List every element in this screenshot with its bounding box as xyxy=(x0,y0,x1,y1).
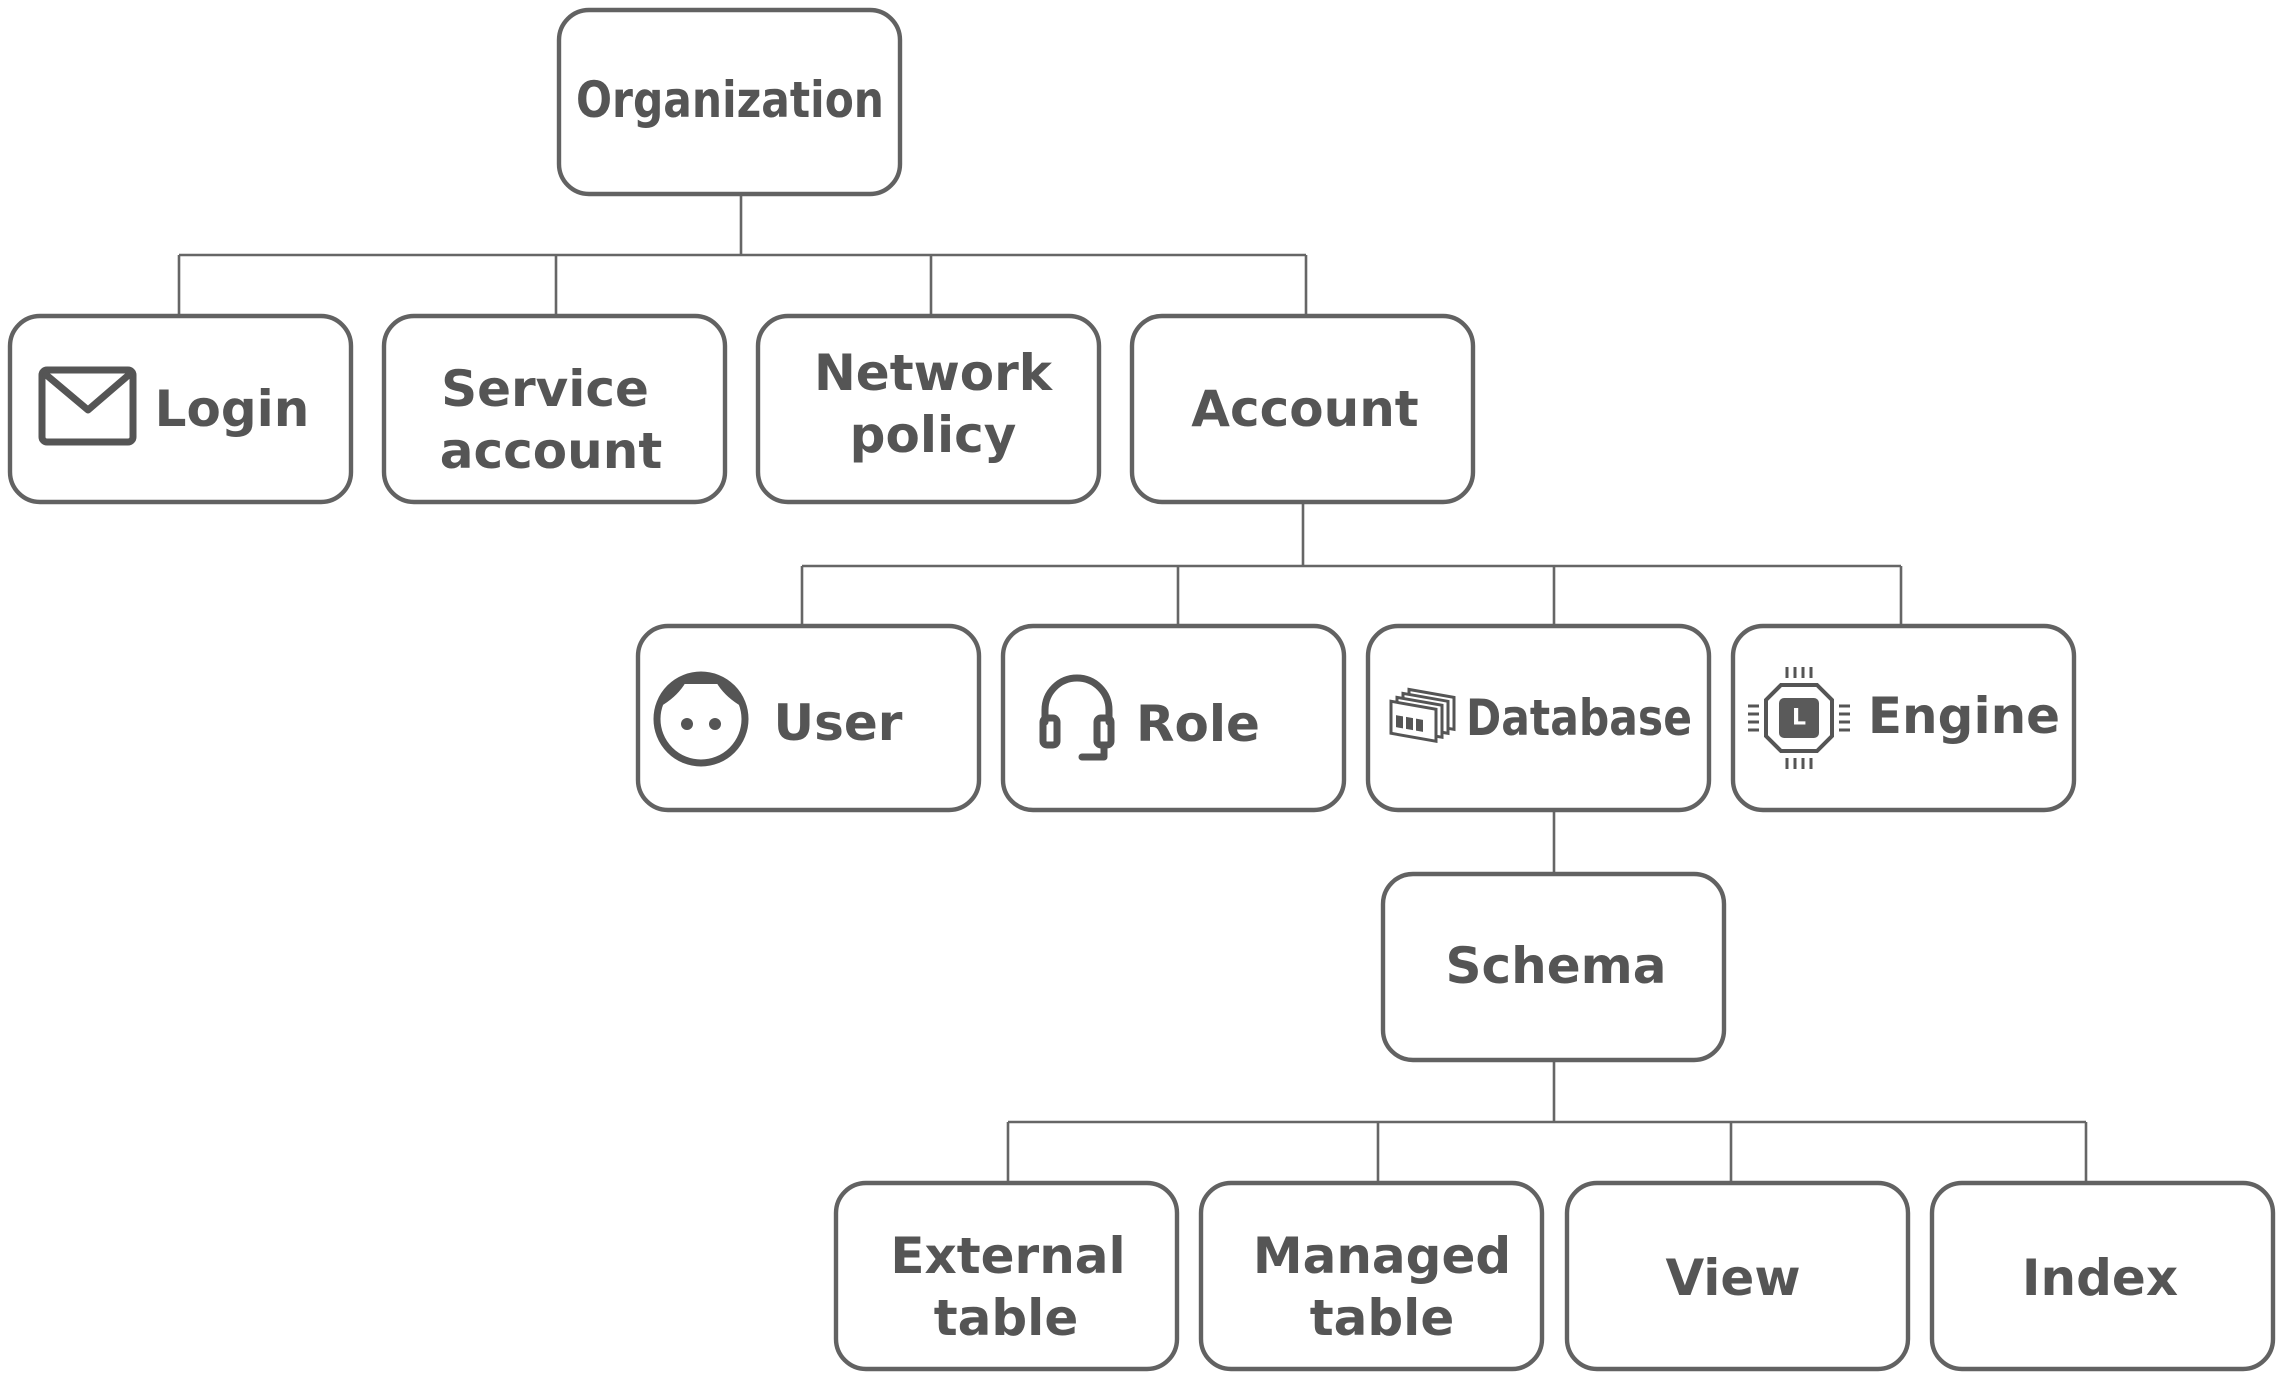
node-engine: L Engine xyxy=(1730,623,2077,813)
index-label: Index xyxy=(2022,1249,2178,1307)
network-policy-label-line1: Network xyxy=(814,344,1054,402)
node-login: Login xyxy=(7,313,354,505)
node-schema: Schema xyxy=(1380,871,1727,1063)
node-role: Role xyxy=(1000,623,1347,813)
user-label: User xyxy=(774,694,903,752)
node-external-table: External table xyxy=(833,1180,1180,1372)
chip-icon: L xyxy=(1748,667,1850,769)
database-label: Database xyxy=(1466,689,1692,747)
user-face-icon xyxy=(653,671,749,767)
chip-icon-letter: L xyxy=(1792,706,1806,731)
external-table-label-line1: External xyxy=(890,1227,1125,1285)
node-network-policy: Network policy xyxy=(755,313,1102,505)
managed-table-label-line2: table xyxy=(1310,1289,1454,1347)
role-label: Role xyxy=(1136,695,1260,753)
node-index: Index xyxy=(1929,1180,2276,1372)
schema-label: Schema xyxy=(1446,937,1667,995)
organization-label: Organization xyxy=(576,71,884,129)
headset-icon xyxy=(1039,674,1115,761)
external-table-label-line2: table xyxy=(934,1289,1078,1347)
connectors xyxy=(177,194,2088,1183)
node-user: User xyxy=(635,623,982,813)
login-label: Login xyxy=(155,380,310,438)
node-database: Database xyxy=(1365,623,1712,813)
node-organization: Organization xyxy=(556,7,903,197)
service-account-label-line1: Service xyxy=(441,360,649,418)
node-managed-table: Managed table xyxy=(1198,1180,1545,1372)
database-stack-icon xyxy=(1389,687,1456,743)
account-label: Account xyxy=(1191,380,1418,438)
service-account-label-line2: account xyxy=(440,422,662,480)
node-view: View xyxy=(1564,1180,1911,1372)
network-policy-label-line2: policy xyxy=(850,406,1017,464)
managed-table-label-line1: Managed xyxy=(1253,1227,1511,1285)
envelope-icon xyxy=(38,366,137,446)
node-service-account: Service account xyxy=(381,313,728,505)
node-account: Account xyxy=(1129,313,1476,505)
engine-label: Engine xyxy=(1868,687,2060,745)
view-label: View xyxy=(1665,1249,1800,1307)
